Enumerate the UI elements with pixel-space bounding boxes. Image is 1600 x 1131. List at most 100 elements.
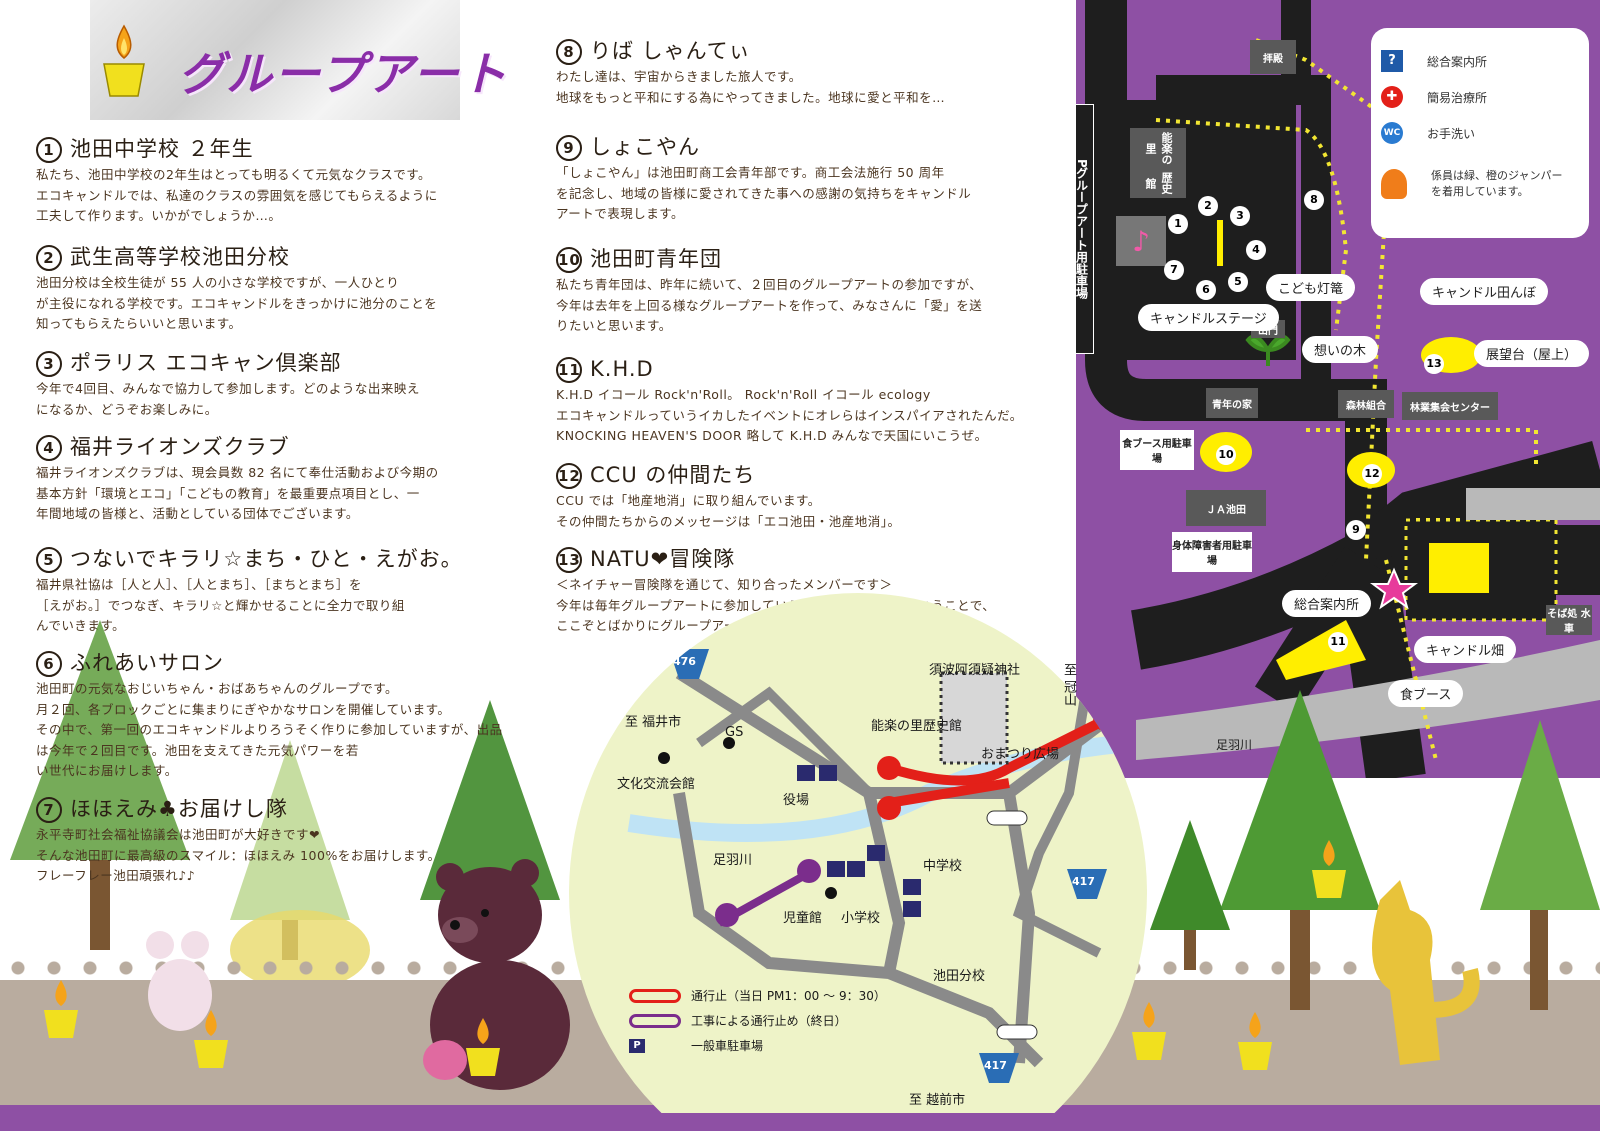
legend-row-toilet: WC お手洗い	[1381, 122, 1475, 144]
spot-11: 11	[1328, 632, 1348, 652]
entry-name: ポラリス エコキャン倶楽部	[70, 351, 342, 375]
label-jinja: 須波阿須疑神社	[929, 663, 1021, 678]
legend-row-info: ? 総合案内所	[1381, 50, 1487, 72]
route-476-label: 476	[673, 655, 696, 668]
entry-name: CCU の仲間たち	[590, 463, 756, 487]
town-map: 476 417 417 至 福井市 GS 文化交流会館 役場 足羽川 児童館 小…	[569, 593, 1147, 1113]
music-note-icon: ♪	[1132, 224, 1150, 258]
label-bunko: 池田分校	[933, 969, 986, 984]
entry-text: 今年で4回目、みんなで協力して参加します。どのような出来映え になるか、どうぞお…	[36, 381, 420, 417]
entry-number: 10	[556, 247, 582, 273]
map-legend: ? 総合案内所 ✚ 簡易治療所 WC お手洗い 係員は緑、橙のジャンパーを着用し…	[1371, 28, 1589, 238]
entry-text: 福井ライオンズクラブは、現会員数 82 名にて奉仕活動および今期の 基本方針「環…	[36, 465, 439, 521]
first-aid-icon: ✚	[1381, 86, 1403, 108]
entry-text: 私たち青年団は、昨年に続いて、２回目のグループアートの参加ですが、 今年は去年を…	[556, 277, 983, 333]
route-417-label: 417	[984, 1059, 1007, 1072]
entry-text: わたし達は、宇宙からきました旅人です。 地球をもっと平和にする為にやってきました…	[556, 69, 946, 105]
spot-3: 3	[1230, 206, 1250, 226]
entry-text: CCU では「地産地消」に取り組んでいます。 その仲間たちからのメッセージは「エ…	[556, 493, 901, 529]
label-chugakko: 中学校	[923, 859, 963, 874]
entry-name: 池田町青年団	[590, 247, 722, 271]
building-noh-label: 能楽の里	[1144, 131, 1173, 165]
spot-number: 10	[1216, 443, 1236, 465]
entry-name: つないでキラリ☆まち・ひと・えがお。	[70, 547, 463, 571]
spot-number: 11	[1328, 630, 1348, 652]
entry-name: NATU❤冒険隊	[590, 547, 736, 571]
spot-number: 13	[1424, 352, 1444, 374]
legend-label: 通行止（当日 PM1：00 〜 9：30）	[691, 989, 886, 1003]
tag-candle-tanbo: キャンドル田んぼ	[1420, 278, 1549, 305]
spot-8: 8	[1304, 190, 1324, 210]
building-ringyo: 林業集会センター	[1402, 392, 1498, 420]
entry-number: 2	[36, 245, 62, 271]
spot-13: 13	[1424, 354, 1444, 374]
legend-row-parking: P 一般車駐車場	[629, 1037, 886, 1054]
venue-map: 拝殿 能楽の里 歴史館 ♪ 青年の家 森林組合 林業集会センター ＪＡ池田 そば…	[1076, 0, 1600, 778]
candle-icon	[1312, 840, 1346, 898]
candle-icon	[103, 24, 145, 97]
label-jido: 児童館	[783, 911, 823, 926]
construction-closure-icon	[629, 1013, 681, 1028]
legend-row-closure: 通行止（当日 PM1：00 〜 9：30）	[629, 987, 886, 1004]
candle-icon	[1132, 1002, 1166, 1060]
venue-roads	[1085, 0, 1600, 778]
town-map-legend: 通行止（当日 PM1：00 〜 9：30） 工事による通行止め（終日） P 一般…	[629, 987, 886, 1054]
tag-tenbodai: 展望台（屋上）	[1474, 340, 1590, 367]
entry-text: 永平寺町社会福祉協議会は池田町が大好きです❤ そんな池田町に最高級のスマイル：ほ…	[36, 827, 441, 883]
tag-sogo-annai: 総合案内所	[1282, 590, 1372, 617]
label-gs: GS	[725, 725, 744, 740]
spot-number: 1	[1168, 212, 1188, 234]
legend-row-firstaid: ✚ 簡易治療所	[1381, 86, 1487, 108]
parking-group-label: グループアート用駐車場	[1076, 167, 1089, 300]
entry-number: 8	[556, 39, 582, 65]
entry-text: 福井県社協は［人と人］、［人とまち］、［まちとまち］を ［えがお。］でつなぎ、キ…	[36, 577, 405, 633]
building-seinen: 青年の家	[1206, 388, 1258, 418]
bear-illustration	[423, 859, 570, 1090]
route-417-label: 417	[1072, 875, 1095, 888]
entry-text: K.H.D イコール Rock'n'Roll。 Rock'n'Roll イコール…	[556, 387, 1023, 443]
spot-number: 6	[1196, 278, 1216, 300]
tag-food-booth: 食ブース	[1388, 680, 1464, 707]
legend-label: 一般車駐車場	[691, 1039, 764, 1053]
title-banner	[90, 0, 460, 120]
spot-number: 2	[1198, 194, 1218, 216]
entry-number: 5	[36, 547, 62, 573]
entry-5: 5 つないでキラリ☆まち・ひと・えがお。 福井県社協は［人と人］、［人とまち］、［…	[36, 546, 506, 637]
entry-name: ほほえみ♣お届けし隊	[70, 797, 288, 821]
entry-name: K.H.D	[590, 357, 654, 381]
entry-name: しょこやん	[590, 135, 700, 159]
building-haiden: 拝殿	[1250, 40, 1296, 74]
label-fukui: 至 福井市	[625, 715, 682, 730]
spot-12: 12	[1362, 464, 1382, 484]
entry-text: 池田町の元気なおじいちゃん・おばあちゃんのグループです。 月２回、各ブロックごと…	[36, 681, 503, 778]
tag-candle-stage: キャンドルステージ	[1138, 304, 1279, 331]
parking-disabled: 身体障害者用駐車場	[1172, 532, 1252, 572]
parking-icon: P	[629, 1038, 645, 1053]
entry-number: 3	[36, 351, 62, 377]
building-rekishikan-label: 歴史館	[1144, 172, 1173, 194]
spot-number: 7	[1164, 258, 1184, 280]
label-echizen: 至 越前市	[909, 1093, 966, 1108]
tag-kodomo-toro: こども灯篭	[1266, 274, 1356, 301]
spot-number: 8	[1304, 188, 1324, 210]
label-kanmuri: 至 冠山	[1061, 663, 1076, 707]
spot-number: 4	[1246, 238, 1266, 260]
entry-name: ふれあいサロン	[70, 651, 224, 675]
toilet-icon: WC	[1381, 122, 1403, 144]
candle-icon	[194, 1010, 228, 1068]
legend-label: 係員は緑、橙のジャンパーを着用しています。	[1431, 169, 1563, 198]
spot-number: 12	[1362, 462, 1382, 484]
label-yakuba: 役場	[783, 793, 810, 808]
label-bunka: 文化交流会館	[617, 777, 696, 792]
parking-disabled-label: 身体障害者用駐車場	[1172, 541, 1252, 567]
spot-7: 7	[1164, 260, 1184, 280]
spot-1: 1	[1168, 214, 1188, 234]
fox-illustration	[1372, 880, 1480, 1065]
